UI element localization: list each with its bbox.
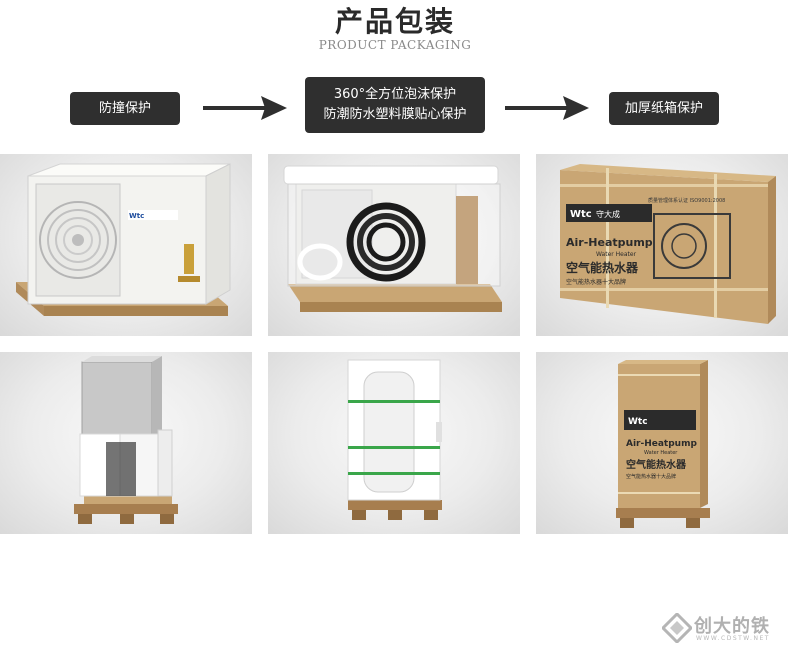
tall-carton-brand-text: Wtc	[628, 417, 648, 427]
step-anti-collision-label: 防撞保护	[98, 100, 151, 116]
carton-brand-cn-text: 守大成	[596, 209, 620, 219]
tall-carton-en-sub: Water Heater	[644, 450, 678, 456]
step-carton: 加厚纸箱保护	[609, 92, 719, 125]
carton-en-title: Air-Heatpump	[566, 236, 653, 249]
photo-tank-foam	[0, 352, 252, 534]
step-film-line: 防潮防水塑料膜贴心保护	[323, 107, 467, 122]
step-foam-film: 360°全方位泡沫保护 防潮防水塑料膜贴心保护	[305, 77, 485, 133]
watermark-name: 创大的铁	[694, 616, 770, 637]
step-foam-line: 360°全方位泡沫保护	[333, 87, 457, 102]
carton-brand-text: Wtc	[570, 209, 592, 220]
carton-cn-title: 空气能热水器	[566, 260, 639, 275]
photo-tank-film	[268, 352, 520, 534]
photo-tank-carton: Wtc Air-Heatpump Water Heater 空气能热水器 空气能…	[536, 352, 788, 534]
carton-iso-text: 质量管理体系认证 ISO9001:2008	[648, 197, 725, 204]
photo-outdoor-unit-carton: Wtc 守大成 质量管理体系认证 ISO9001:2008 Air-Heatpu…	[536, 154, 788, 336]
tall-carton-cn-title: 空气能热水器	[626, 458, 687, 471]
watermark-logo: 创大的铁 WWW.CDSTW.NET	[662, 610, 784, 646]
arrow-right-icon	[203, 96, 287, 120]
carton-cn-sub: 空气能热水器十大品牌	[566, 278, 626, 286]
brand-logo-text: Wtc	[129, 212, 144, 220]
step-anti-collision: 防撞保护	[70, 92, 180, 125]
page-title: 产品包装	[334, 5, 455, 38]
page-subtitle: PRODUCT PACKAGING	[318, 38, 472, 52]
step-carton-label: 加厚纸箱保护	[624, 100, 703, 116]
tall-carton-cn-sub: 空气能热水器十大品牌	[626, 473, 676, 480]
carton-en-sub: Water Heater	[596, 251, 637, 258]
watermark-diamond-icon	[662, 613, 692, 643]
tall-carton-en-title: Air-Heatpump	[626, 439, 697, 449]
arrow-right-icon	[505, 96, 589, 120]
watermark-url: WWW.CDSTW.NET	[696, 635, 770, 642]
photo-outdoor-unit-base: Wtc	[0, 154, 252, 336]
photo-outdoor-unit-wrapped	[268, 154, 520, 336]
